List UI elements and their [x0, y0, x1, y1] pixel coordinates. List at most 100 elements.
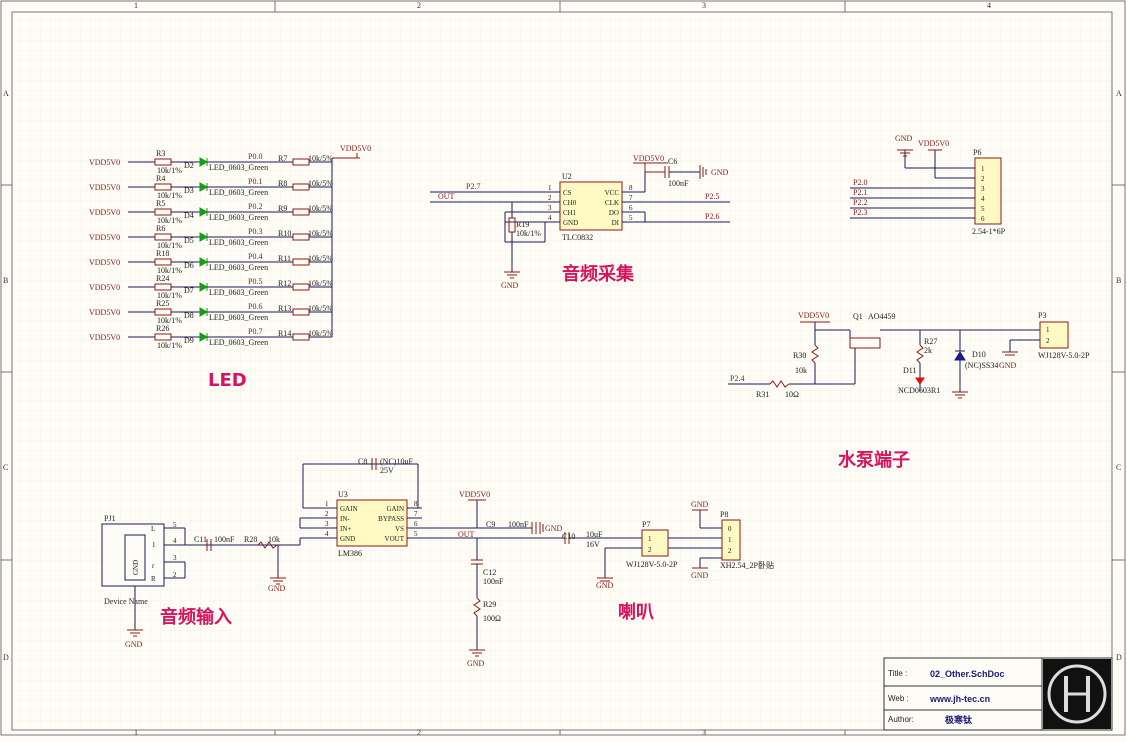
u2-gnd-right: GND: [711, 168, 729, 177]
u2-wiring: [430, 162, 730, 279]
c9-ref: C9: [486, 520, 495, 529]
led-row-r-ref: R6: [156, 224, 165, 233]
c11-ref: C11: [194, 535, 207, 544]
p3-gnd: GND: [999, 361, 1017, 370]
led-row-net: P0.2: [248, 202, 262, 211]
col-2: 2: [417, 1, 421, 10]
p6-pin: 2: [981, 175, 985, 183]
amp-pin-name: BYPASS: [378, 515, 404, 523]
c8-val: (NC)10uF: [380, 457, 413, 466]
u2-pin-name: DO: [609, 209, 619, 217]
led-row-rr-val: 10k/5%: [308, 179, 333, 188]
led-row-net: P0.7: [248, 327, 262, 336]
led-row-led-part: LED_0603_Green: [209, 288, 268, 297]
q1-part: AO4459: [868, 312, 896, 321]
pj1-name: Device Name: [104, 597, 148, 606]
led-section-title: LED: [208, 370, 247, 391]
p6-pin: 5: [981, 205, 985, 213]
led-row-rr-ref: R11: [278, 254, 291, 263]
led-row-rr-val: 10k/5%: [308, 154, 333, 163]
u2-pin-name: DI: [612, 219, 620, 227]
jh-logo: [1043, 659, 1111, 729]
led-row-vdd: VDD5V0: [89, 308, 120, 317]
led-row-d-ref: D4: [184, 211, 194, 220]
pj1-gnd-label: GND: [132, 560, 140, 575]
led-row-rr-ref: R12: [278, 279, 291, 288]
p6-body: [974, 157, 1002, 225]
d11-part: NCD0603R1: [898, 386, 940, 395]
c11-val: 100nF: [214, 535, 235, 544]
pj1-gnd: GND: [125, 640, 143, 649]
p6-vdd: VDD5V0: [918, 139, 949, 148]
p6-pin: 1: [981, 165, 985, 173]
p7-part: WJ128V-5.0-2P: [626, 560, 678, 569]
p3-connector[interactable]: 1 2: [1039, 321, 1069, 349]
led-row-d-ref: D9: [184, 336, 194, 345]
u2-pin-num: 8: [629, 184, 633, 192]
u2-net-p27: P2.7: [466, 182, 480, 191]
led-row-net: P0.4: [248, 252, 262, 261]
c12-ref: C12: [483, 568, 496, 577]
led-row-r-val: 10k/1%: [157, 316, 182, 325]
u2-pin-name: VCC: [605, 189, 620, 197]
led-row-diode-icon: [199, 157, 209, 167]
c8-ref: C8: [358, 457, 367, 466]
led-row-vdd: VDD5V0: [89, 183, 120, 192]
amp-pin-num: 7: [414, 510, 418, 518]
c12-val: 100nF: [483, 577, 504, 586]
p6-gnd: GND: [895, 134, 913, 143]
col-2-bottom: 2: [417, 728, 421, 737]
r30-val: 10k: [795, 366, 807, 375]
p8-ref: P8: [720, 510, 728, 519]
pj1-letter-l: L: [151, 525, 155, 533]
led-row-r-val: 10k/1%: [157, 191, 182, 200]
column-markers: 1 2 3 4 1 2 3: [134, 1, 991, 737]
pj1-inner: [124, 534, 146, 581]
p3-pin-1: 1: [1046, 326, 1050, 334]
row-d: D: [3, 653, 9, 662]
d10-ref: D10: [972, 350, 986, 359]
p6-pin: 4: [981, 195, 985, 203]
amp-pin-name: VS: [395, 525, 404, 533]
u2-net-out: OUT: [438, 192, 455, 201]
led-row-diode-icon: [199, 282, 209, 292]
d11-ref: D11: [903, 366, 916, 375]
led-row-r-ref: R24: [156, 274, 169, 283]
u3-part: LM386: [338, 549, 362, 558]
amp-out: OUT: [458, 530, 475, 539]
p8-pin-1: 1: [728, 536, 732, 544]
tb-author-label: Author:: [888, 715, 914, 724]
led-row-r-ref: R26: [156, 324, 169, 333]
led-row-rr-ref: R13: [278, 304, 291, 313]
p8-connector[interactable]: 0 1 2: [721, 519, 741, 561]
p6-wiring: [850, 149, 975, 219]
led-row-rr-val: 10k/5%: [308, 229, 333, 238]
pj1-jack[interactable]: [101, 523, 186, 637]
u2-pin-num: 5: [629, 214, 633, 222]
p7-connector[interactable]: 1 2: [641, 529, 669, 557]
pj1-pin-2: 2: [173, 571, 177, 579]
led-row-net: P0.0: [248, 152, 262, 161]
p6-net-p21: P2.1: [853, 188, 867, 197]
amp-pin-num: 4: [325, 530, 329, 538]
amp-pin-num: 5: [414, 530, 418, 538]
p7-body: [641, 529, 669, 557]
audio-in-title: 音频输入: [160, 606, 232, 628]
u3-amp[interactable]: U3 LM386 1GAIN2IN-3IN+4GND8GAIN7BYPASS6V…: [322, 490, 422, 558]
p7-pin-2: 2: [648, 546, 652, 554]
title-block: Title : 02_Other.SchDoc Web : www.jh-tec…: [883, 657, 1113, 731]
pj1-pin-1: 1: [152, 541, 156, 549]
col-3: 3: [702, 1, 706, 10]
led-row-led-part: LED_0603_Green: [209, 238, 268, 247]
u2-part: TLC0832: [562, 233, 593, 242]
audio-sample-title: 音频采集: [562, 263, 635, 285]
